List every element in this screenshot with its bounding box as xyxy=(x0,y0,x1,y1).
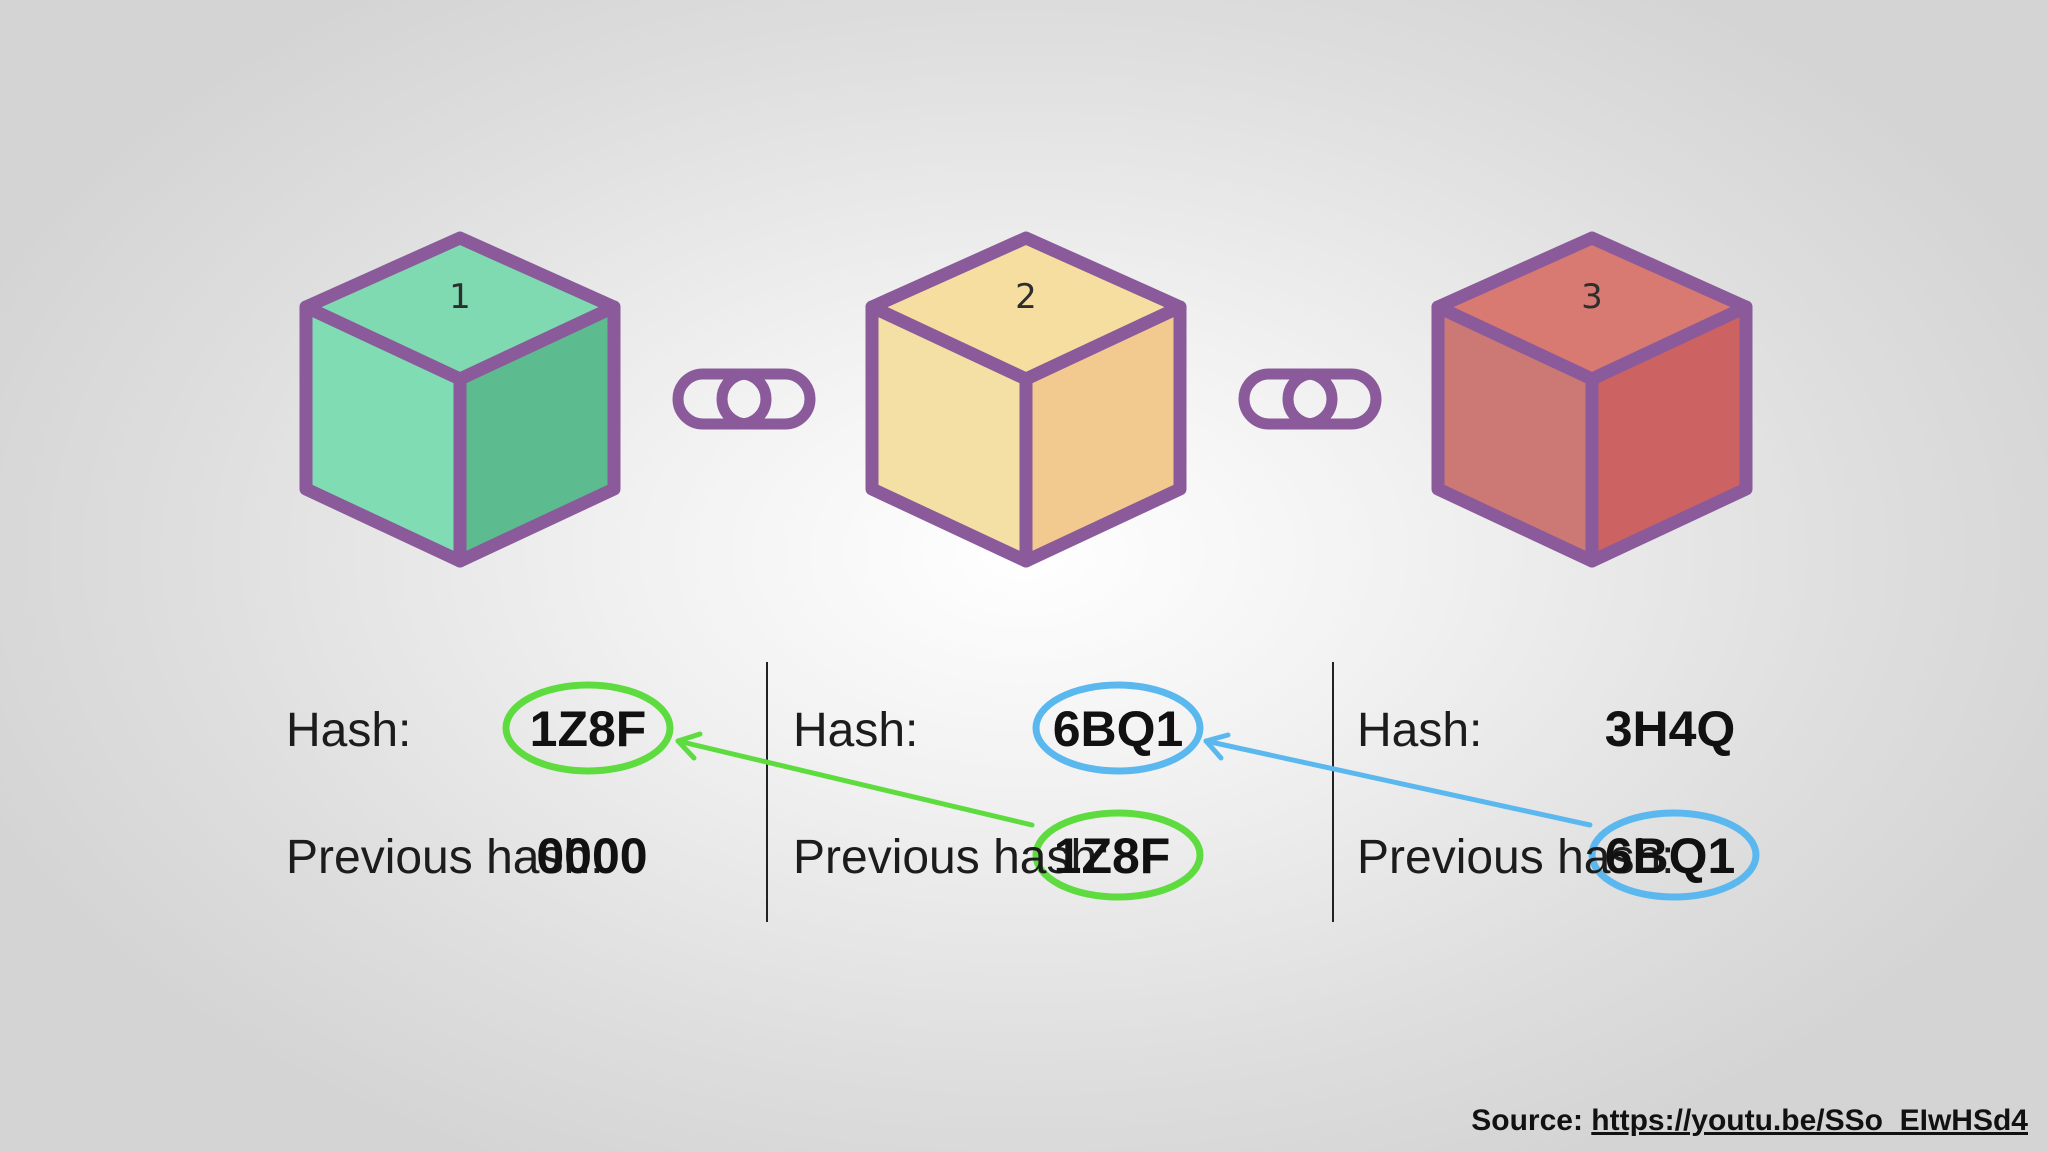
block-1-hash-label: Hash: xyxy=(286,704,411,757)
block-2-hash-value: 6BQ1 xyxy=(1053,701,1184,757)
block-1-left-face xyxy=(306,307,460,561)
block-1-number: 1 xyxy=(449,277,471,317)
block-3-prev-hash-value: 6BQ1 xyxy=(1605,828,1736,884)
block-3-right-face xyxy=(1592,307,1746,561)
source-label: Source: xyxy=(1471,1104,1583,1137)
block-1-prev-hash-label: Previous hash: xyxy=(286,831,604,884)
block-3-prev-hash-label: Previous hash: xyxy=(1357,831,1675,884)
block-2-number: 2 xyxy=(1015,277,1037,317)
highlight-ring-block1-hash xyxy=(502,681,674,775)
highlight-ring-block3-prev-hash xyxy=(1588,809,1760,901)
block-3-hash-label: Hash: xyxy=(1357,704,1482,757)
chain-link-icon-2 xyxy=(1238,368,1382,430)
arrow-green-link xyxy=(675,731,1035,828)
block-1-cube: 1 xyxy=(299,231,621,568)
source-link[interactable]: https://youtu.be/SSo_EIwHSd4 xyxy=(1591,1104,2028,1137)
block-3-left-face xyxy=(1438,307,1592,561)
block-1-right-face xyxy=(460,307,614,561)
block-2-prev-hash-label: Previous hash: xyxy=(793,831,1111,884)
block-2-left-face xyxy=(872,307,1026,561)
block-3-number: 3 xyxy=(1581,277,1603,317)
chain-link-icon-1 xyxy=(672,368,816,430)
block-2-right-face xyxy=(1026,307,1180,561)
block-1-prev-hash-value: 0000 xyxy=(536,828,647,884)
source-citation: Source: https://youtu.be/SSo_EIwHSd4 xyxy=(1471,1104,2028,1138)
block-2-cube: 2 xyxy=(865,231,1187,568)
block-2-prev-hash-value: 1Z8F xyxy=(1054,828,1171,884)
highlight-ring-block2-hash xyxy=(1032,681,1204,775)
highlight-ring-block2-prev-hash xyxy=(1032,809,1204,901)
block-1-hash-value: 1Z8F xyxy=(530,701,647,757)
block-2-hash-label: Hash: xyxy=(793,704,918,757)
block-3-cube: 3 xyxy=(1431,231,1753,568)
arrow-blue-link xyxy=(1203,732,1593,828)
block-3-hash-value: 3H4Q xyxy=(1605,701,1736,757)
